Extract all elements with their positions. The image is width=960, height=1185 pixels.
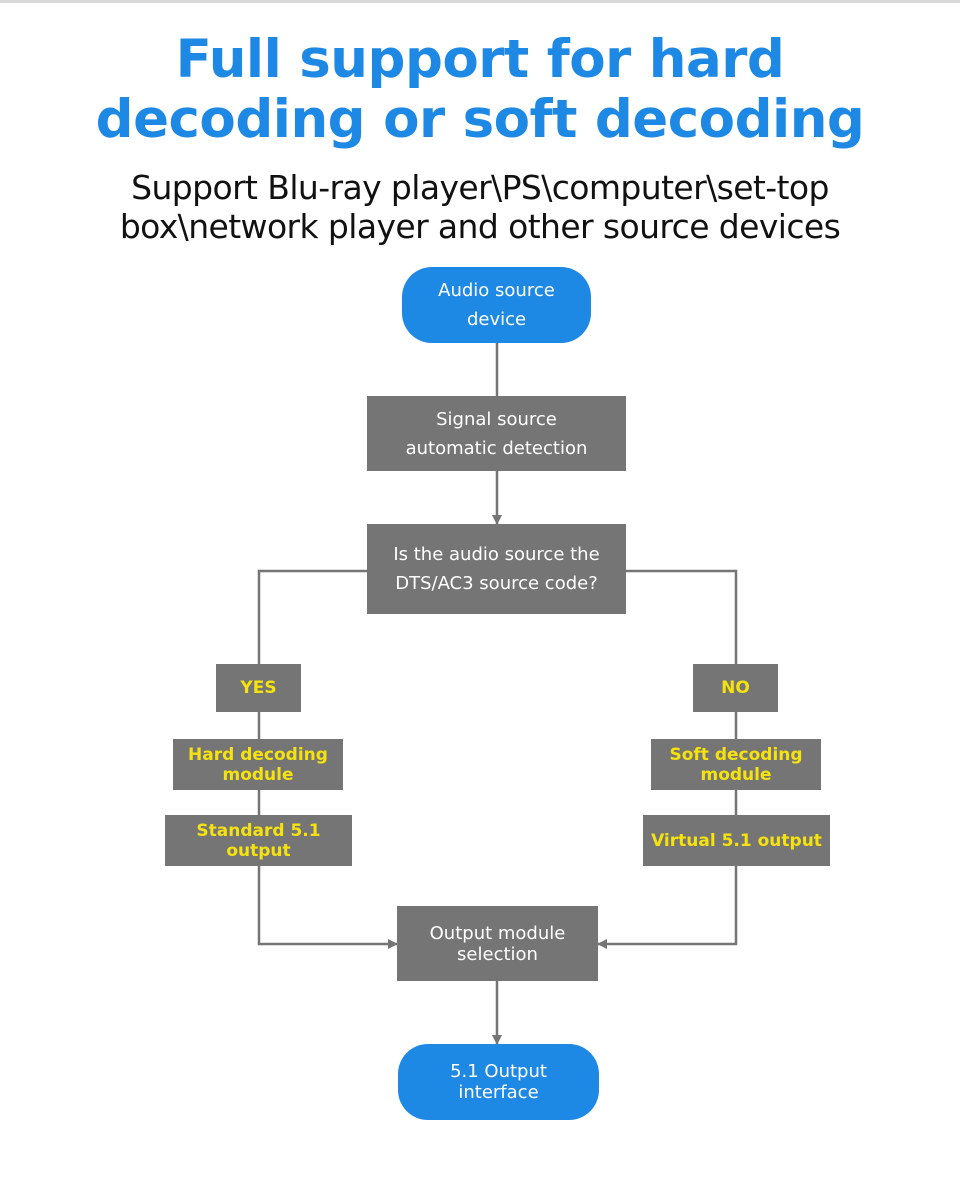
selection-line-2: selection (457, 943, 538, 965)
page-subheading: Support Blu-ray player\PS\computer\set-t… (0, 168, 960, 246)
hard-decoding-module: Hard decoding module (173, 739, 343, 790)
output-module-selection: Output module selection (397, 906, 598, 981)
connector-standard-to-selection (257, 866, 398, 949)
branch-no-label: NO (693, 664, 778, 712)
detect-line-1: Signal source (436, 408, 557, 430)
standard-output-line-1: Standard 5.1 (196, 820, 321, 841)
end-node-output-interface: 5.1 Output interface (398, 1044, 599, 1120)
start-node-line-1: Audio source (438, 280, 555, 301)
page-headline: Full support for hard decoding or soft d… (0, 30, 960, 150)
headline-line-1: Full support for hard (175, 29, 785, 90)
hard-decoding-line-1: Hard decoding (188, 744, 328, 765)
standard-5-1-output: Standard 5.1 output (165, 815, 352, 866)
headline-line-2: decoding or soft decoding (95, 89, 865, 150)
no-label-text: NO (721, 678, 750, 698)
soft-decoding-line-1: Soft decoding (669, 744, 803, 765)
selection-line-1: Output module (429, 922, 566, 944)
branch-yes-label: YES (216, 664, 301, 712)
start-node-line-2: device (466, 309, 527, 330)
virtual-output-text: Virtual 5.1 output (651, 830, 822, 851)
subheading-line-2: box\network player and other source devi… (119, 207, 841, 246)
connector-virtual-to-selection (597, 866, 738, 949)
hard-decoding-line-2: module (222, 764, 294, 785)
subheading-line-1: Support Blu-ray player\PS\computer\set-t… (131, 168, 829, 207)
connector-decision-to-no (626, 569, 738, 664)
decision-line-1: Is the audio source the (393, 544, 600, 565)
virtual-5-1-output: Virtual 5.1 output (643, 815, 830, 866)
end-node-line-1: 5.1 Output (450, 1061, 547, 1082)
end-node-line-2: interface (458, 1082, 539, 1103)
top-divider (0, 0, 960, 3)
soft-decoding-line-2: module (700, 764, 772, 785)
process-signal-detection: Signal source automatic detection (367, 396, 626, 471)
yes-label-text: YES (240, 678, 277, 698)
decision-line-2: DTS/AC3 source code? (395, 573, 598, 594)
start-node-audio-source-device: Audio source device (402, 267, 591, 343)
decision-dts-ac3-check: Is the audio source the DTS/AC3 source c… (367, 524, 626, 614)
connector-decision-to-yes (257, 569, 367, 664)
detect-line-2: automatic detection (405, 437, 588, 459)
soft-decoding-module: Soft decoding module (651, 739, 821, 790)
standard-output-line-2: output (226, 840, 291, 861)
